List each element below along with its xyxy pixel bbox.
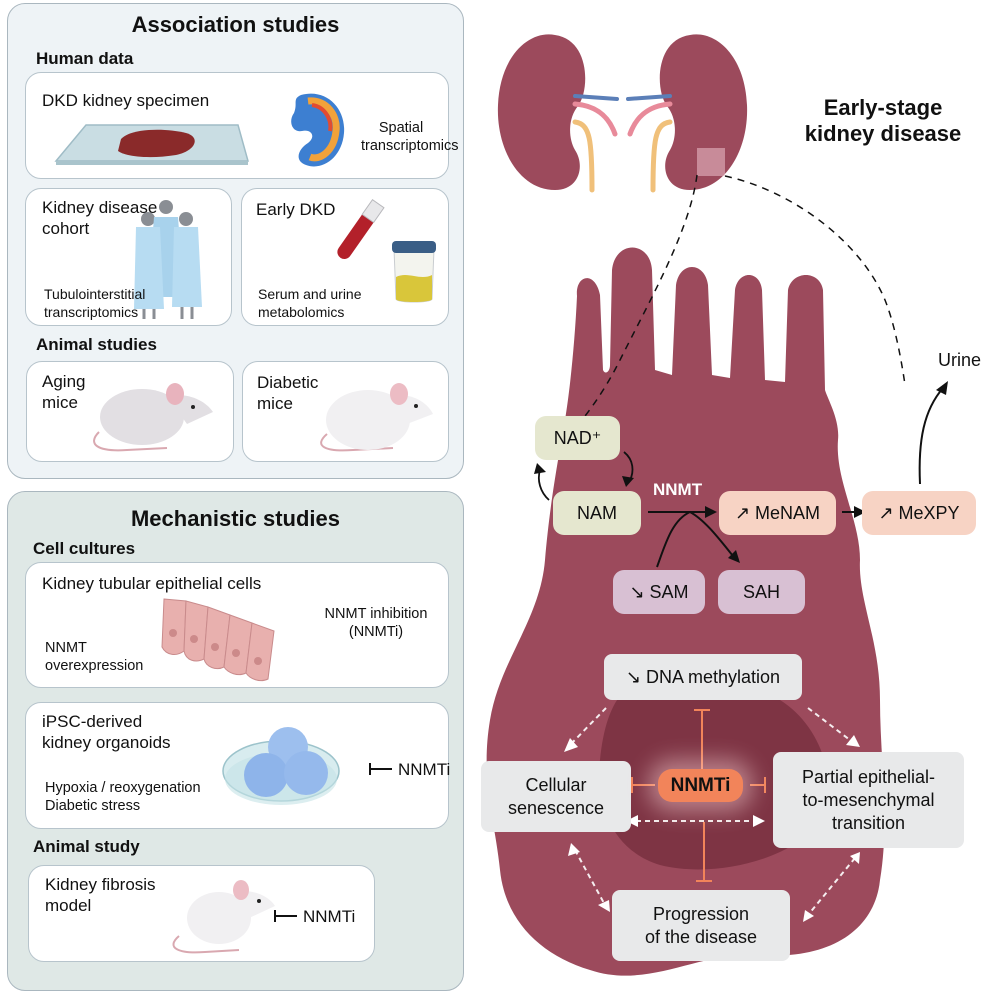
cohort-method: Tubulointerstitial transcriptomics <box>44 286 146 320</box>
association-studies-panel: Association studies Human data DKD kidne… <box>7 3 464 479</box>
kidneys-illustration <box>497 34 748 193</box>
organoid-dish-illustration <box>222 727 340 805</box>
aging-mice-card: Aging mice <box>26 361 234 462</box>
nam-box: NAM <box>553 491 641 535</box>
blood-tube-urine-cup-illustration <box>337 198 436 303</box>
cell-cultures-heading: Cell cultures <box>33 539 136 558</box>
diabetic-mice-label: Diabetic mice <box>257 373 319 413</box>
tissue-slide-illustration <box>54 124 249 165</box>
spatial-transcriptomics-kidney-icon <box>291 93 345 167</box>
animal-study-heading: Animal study <box>33 837 140 856</box>
fibrosis-nnmti-label: NNMTi <box>303 907 356 926</box>
animal-studies-heading: Animal studies <box>36 335 157 354</box>
nnmt-overexpression-label: NNMT overexpression <box>45 640 144 674</box>
nnmti-center-badge: NNMTi <box>658 769 743 802</box>
diabetic-mouse-illustration <box>320 383 433 452</box>
dna-methylation-box: ↘ DNA methylation <box>604 654 802 700</box>
organoid-nnmti-label: NNMTi <box>398 760 451 779</box>
menam-box: ↗ MeNAM <box>719 491 836 535</box>
mechanistic-studies-panel: Mechanistic studies Cell cultures Kidney… <box>7 491 464 991</box>
organoids-title: iPSC-derived kidney organoids <box>42 712 171 752</box>
fibrosis-model-title: Kidney fibrosis model <box>45 875 156 915</box>
cohort-title: Kidney disease cohort <box>42 198 158 238</box>
tubular-cells-card: Kidney tubular epithelial cells NNMT ove… <box>25 562 449 688</box>
aging-mouse-illustration <box>93 383 213 452</box>
early-dkd-title: Early DKD <box>256 200 336 219</box>
human-data-heading: Human data <box>36 49 134 68</box>
tubular-cells-title: Kidney tubular epithelial cells <box>42 574 262 593</box>
fibrosis-mouse-illustration <box>172 880 275 954</box>
specimen-title: DKD kidney specimen <box>42 91 210 110</box>
urine-label: Urine <box>938 350 982 370</box>
nad-box: NAD⁺ <box>535 416 620 460</box>
sah-box: SAH <box>718 570 805 614</box>
aging-mice-label: Aging mice <box>42 372 86 412</box>
early-dkd-card: Early DKD Serum and urine metabolomics <box>241 188 449 326</box>
inhibition-bar-icon <box>369 763 392 775</box>
inhibition-bar-icon <box>274 910 297 922</box>
diabetic-mice-card: Diabetic mice <box>242 361 449 462</box>
early-dkd-method: Serum and urine metabolomics <box>258 286 362 320</box>
kidney-fibrosis-card: Kidney fibrosis model NNMTi <box>28 865 375 962</box>
kidney-disease-cohort-card: Kidney disease cohort Tubulointerstitial… <box>25 188 232 326</box>
mexpy-box: ↗ MeXPY <box>862 491 976 535</box>
nnmt-enzyme-label: NNMT <box>653 480 703 499</box>
mechanistic-title: Mechanistic studies <box>130 506 341 531</box>
kidney-organoids-card: iPSC-derived kidney organoids Hypoxia / … <box>25 702 451 829</box>
sam-box: ↘ SAM <box>613 570 705 614</box>
epithelial-cells-illustration <box>161 598 275 682</box>
patients-illustration <box>134 200 202 319</box>
nnmt-inhibition-label: NNMT inhibition (NNMTi) <box>324 606 428 640</box>
dkd-specimen-card: DKD kidney specimen Spatial transcriptom… <box>25 72 459 179</box>
disease-title: Early-stage kidney disease <box>804 95 962 146</box>
association-title: Association studies <box>131 12 340 37</box>
organoid-conditions: Hypoxia / reoxygenation Diabetic stress <box>45 780 201 814</box>
specimen-method: Spatial transcriptomics <box>361 120 459 154</box>
